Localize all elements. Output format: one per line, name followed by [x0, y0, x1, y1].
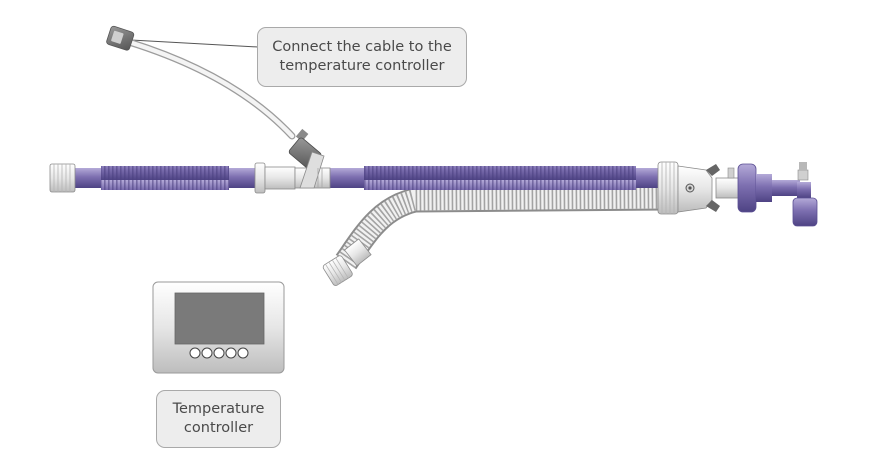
- callout-connect-cable: Connect the cable to the temperature con…: [257, 27, 467, 87]
- cable-plug: [106, 25, 135, 51]
- left-end-connector: [49, 163, 76, 193]
- callout-connect-cable-line2: temperature controller: [279, 58, 445, 74]
- expiratory-tube-cuff: [343, 238, 372, 267]
- temperature-controller-device: [152, 281, 285, 374]
- sensor-cable: [125, 38, 296, 140]
- inspiratory-tube: [75, 166, 658, 190]
- callout-connect-cable-line1: Connect the cable to the: [272, 39, 452, 55]
- callout-temperature-controller: Temperature controller: [156, 390, 281, 448]
- callout-leader-line: [130, 39, 259, 48]
- controller-screen: [174, 292, 265, 345]
- controller-buttons: [189, 347, 249, 359]
- callout-temperature-controller-line1: Temperature: [172, 401, 265, 417]
- patient-connector: [715, 162, 818, 227]
- expiratory-tube-connector: [322, 255, 353, 286]
- callout-temperature-controller-line2: controller: [183, 420, 254, 436]
- y-piece: [657, 161, 720, 215]
- expiratory-flex-tube: [335, 185, 669, 270]
- probe-port-connector: [254, 151, 331, 194]
